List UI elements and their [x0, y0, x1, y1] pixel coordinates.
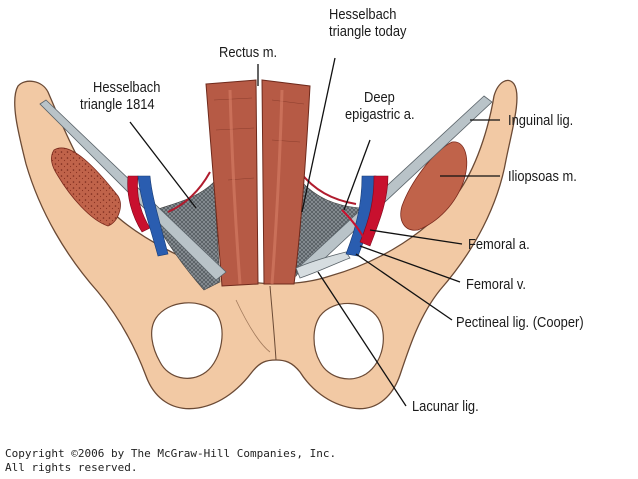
iliopsoas-muscle-right — [400, 141, 468, 231]
obturator-foramen-right — [313, 302, 384, 380]
label-lacunar-ligament: Lacunar lig. — [412, 398, 479, 415]
lacunar-ligament — [295, 251, 351, 279]
label-hesselbach-1814-2: triangle 1814 — [80, 96, 155, 113]
femoral-artery-right — [359, 175, 389, 247]
label-hesselbach-1814-1: Hesselbach — [93, 79, 161, 96]
label-deep-epigastric-1: Deep — [364, 89, 395, 106]
label-pectineal-ligament: Pectineal lig. (Cooper) — [456, 314, 584, 331]
label-iliopsoas-muscle: Iliopsoas m. — [508, 168, 577, 185]
label-rectus: Rectus m. — [219, 44, 278, 61]
deep-epigastric-artery — [341, 209, 367, 243]
label-femoral-vein: Femoral v. — [466, 276, 526, 293]
obturator-foramen-left — [151, 302, 223, 379]
label-inguinal-ligament: Inguinal lig. — [508, 112, 574, 129]
copyright-line-1: Copyright ©2006 by The McGraw-Hill Compa… — [5, 447, 337, 460]
rectus-muscle-left — [205, 79, 259, 287]
leader-lines — [129, 57, 500, 407]
label-hesselbach-today-1: Hesselbach — [329, 6, 397, 23]
femoral-vein-left — [137, 175, 169, 257]
pubic-symphysis — [269, 285, 277, 361]
label-hesselbach-today-2: triangle today — [329, 23, 407, 40]
copyright-line-2: All rights reserved. — [5, 461, 138, 474]
label-femoral-artery: Femoral a. — [468, 236, 530, 253]
iliopsoas-muscle-left — [50, 147, 121, 227]
label-deep-epigastric-2: epigastric a. — [345, 106, 415, 123]
